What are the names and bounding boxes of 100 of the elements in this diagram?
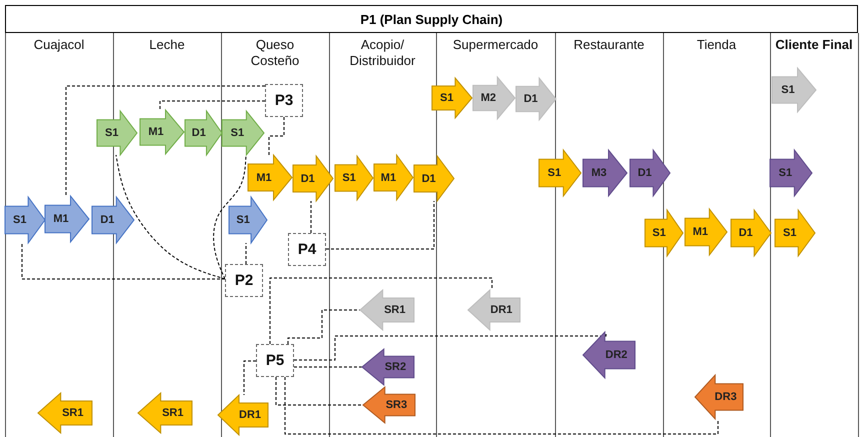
process-step: [140, 110, 184, 154]
plan-box: [256, 344, 294, 377]
arrow-label: SR1: [62, 407, 84, 419]
process-step: [583, 150, 627, 196]
dashed-connector: [213, 154, 246, 280]
dashed-connector: [310, 200, 312, 234]
process-step: [45, 196, 89, 242]
lane-header: Restaurante: [572, 37, 646, 53]
process-step: [731, 210, 771, 256]
arrow-label: M2: [480, 92, 496, 104]
return-step: [218, 395, 268, 435]
arrow-label: M3: [591, 167, 607, 179]
arrow-label: D1: [738, 227, 753, 239]
arrow-label: D1: [300, 172, 315, 184]
arrow-label: S1: [105, 127, 118, 139]
lane-header: Supermercado: [452, 37, 540, 53]
process-step: [185, 111, 222, 155]
lane-header: Cuajacol: [32, 37, 86, 53]
process-step: [645, 210, 683, 256]
return-step: [138, 393, 192, 433]
dashed-connector: [22, 242, 226, 280]
arrow-label: M1: [692, 226, 708, 238]
dashed-connector: [294, 366, 362, 368]
dashed-connector: [276, 376, 364, 406]
process-step: [222, 111, 264, 155]
title: P1 (Plan Supply Chain): [360, 12, 503, 26]
arrow-label: S1: [440, 92, 454, 104]
process-step: [516, 78, 556, 120]
process-step: [248, 155, 292, 200]
arrow-label: S1: [230, 127, 244, 139]
process-step: [92, 197, 134, 243]
dashed-connector: [284, 376, 718, 434]
return-step: [468, 290, 520, 330]
arrow-label: D1: [524, 93, 538, 105]
process-step: [374, 155, 413, 200]
process-step: [229, 197, 267, 243]
lane-header: Leche: [148, 37, 186, 53]
dashed-connector: [270, 278, 492, 344]
arrow-label: S1: [342, 172, 356, 184]
arrow-label: S1: [778, 167, 792, 179]
dashed-connector: [116, 154, 226, 280]
process-step: [770, 150, 812, 196]
plan-label: P2: [234, 272, 254, 289]
process-step: [335, 156, 373, 200]
lane-header: Cliente Final: [774, 37, 854, 53]
arrow-label: DR3: [714, 391, 737, 403]
process-step: [539, 150, 581, 196]
return-step: [360, 290, 414, 330]
dashed-connector: [268, 116, 284, 156]
dashed-connector: [160, 100, 266, 110]
return-step: [38, 393, 92, 433]
arrow-label: DR1: [490, 304, 512, 316]
return-step: [362, 349, 414, 385]
dashed-connector: [288, 310, 360, 344]
process-step: [293, 156, 333, 201]
arrow-label: D1: [422, 172, 436, 184]
arrow-label: D1: [100, 214, 114, 226]
arrow-label: M1: [148, 126, 164, 138]
plan-box: [288, 233, 326, 266]
process-step: [473, 77, 515, 119]
arrow-label: SR1: [162, 407, 184, 419]
dashed-connector: [244, 360, 256, 396]
lane-header: Acopio/ Distribuidor: [348, 37, 416, 69]
arrow-label: D1: [192, 127, 206, 139]
process-step: [97, 111, 137, 155]
plan-box: [265, 84, 303, 117]
dashed-connector: [66, 86, 266, 196]
arrow-label: DR2: [605, 349, 628, 361]
process-step: [630, 150, 670, 196]
plan-label: P4: [298, 241, 316, 258]
arrow-label: S1: [13, 214, 26, 226]
arrow-label: SR2: [384, 361, 406, 373]
lane-header: Queso Costeño: [250, 37, 300, 69]
return-step: [695, 375, 743, 419]
dashed-connector: [294, 332, 606, 360]
arrow-label: S1: [781, 84, 795, 96]
arrow-label: M1: [380, 172, 396, 184]
process-step: [414, 156, 454, 201]
return-step: [363, 387, 415, 423]
arrow-label: SR3: [386, 399, 408, 411]
arrow-label: DR1: [239, 409, 262, 421]
arrow-label: S1: [236, 214, 250, 226]
arrow-label: S1: [783, 227, 796, 239]
arrow-label: S1: [548, 167, 562, 179]
process-step: [685, 209, 727, 255]
arrow-label: D1: [638, 167, 652, 179]
process-step: [772, 68, 816, 112]
arrow-label: S1: [652, 227, 666, 239]
arrow-label: SR1: [384, 304, 406, 316]
arrow-label: M1: [53, 213, 69, 225]
process-step: [5, 197, 45, 243]
plan-box: [225, 264, 263, 297]
lane-header: Tienda: [696, 37, 738, 53]
process-step: [432, 78, 472, 118]
dashed-connector: [326, 200, 434, 250]
return-step: [583, 332, 635, 378]
arrow-label: M1: [256, 172, 272, 184]
plan-label: P3: [274, 92, 294, 109]
plan-label: P5: [266, 352, 284, 369]
process-step: [775, 210, 815, 256]
